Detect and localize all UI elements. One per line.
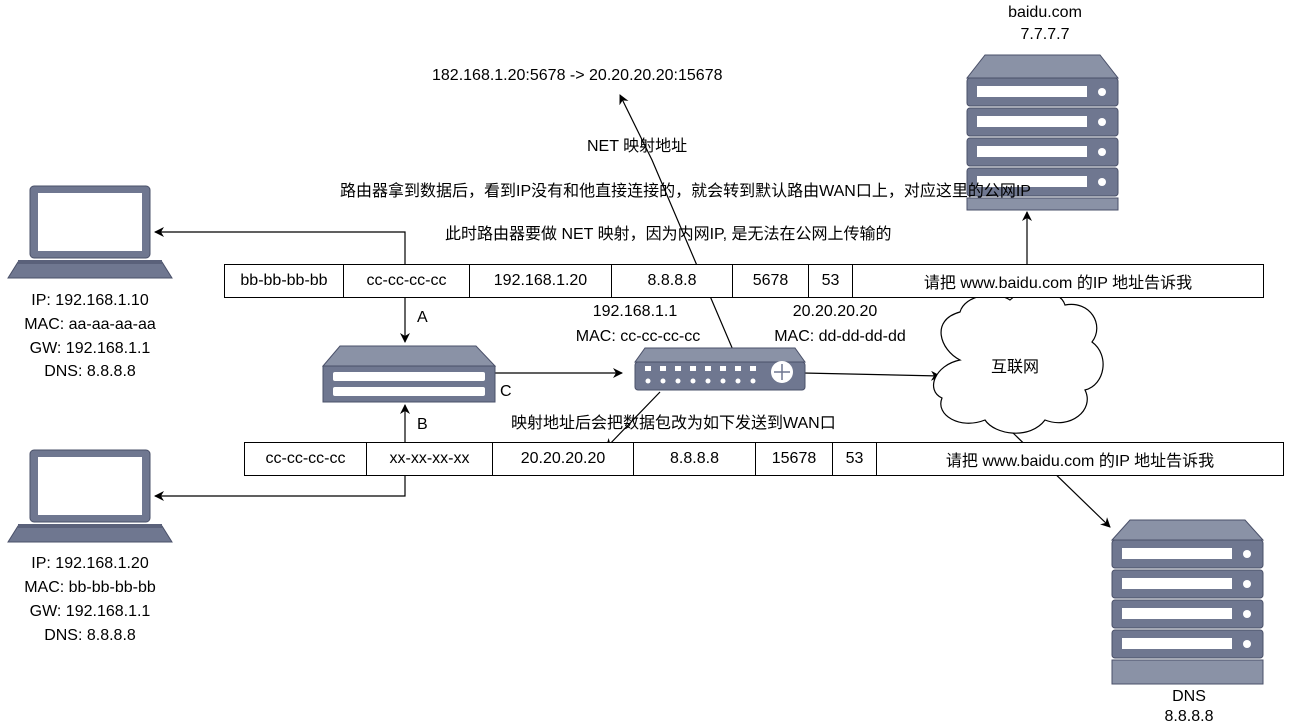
baidu-name: baidu.com bbox=[1008, 4, 1082, 21]
host-a-gw: GW: 192.168.1.1 bbox=[29, 340, 151, 357]
packet-wan-payload: 请把 www.baidu.com 的IP 地址告诉我 bbox=[945, 453, 1215, 470]
default-route-text: 路由器拿到数据后，看到IP没有和他直接连接的，就会转到默认路由WAN口上，对应这… bbox=[340, 183, 1031, 200]
laptop-b-icon bbox=[7, 449, 173, 543]
port-a-label: A bbox=[417, 309, 428, 326]
packet-lan-src-ip: 192.168.1.20 bbox=[470, 265, 612, 297]
packet-lan-dst-mac: cc-cc-cc-cc bbox=[344, 265, 470, 297]
packet-lan-dst-port: 53 bbox=[809, 265, 853, 297]
nat-mapping-text: 182.168.1.20:5678 -> 20.20.20.20:15678 bbox=[432, 67, 723, 84]
packet-wan-src-mac: cc-cc-cc-cc bbox=[245, 443, 367, 475]
net-label-text: NET 映射地址 bbox=[587, 138, 688, 155]
packet-wan-dst-port: 53 bbox=[833, 443, 877, 475]
baidu-ip: 7.7.7.7 bbox=[1020, 26, 1070, 43]
router-wan-ip: 20.20.20.20 bbox=[792, 303, 878, 320]
packet-lan-src-port: 5678 bbox=[733, 265, 809, 297]
switch-icon bbox=[321, 345, 497, 403]
packet-wan: cc-cc-cc-cc xx-xx-xx-xx 20.20.20.20 8.8.… bbox=[244, 442, 1284, 476]
arrow-to-laptop-a bbox=[154, 227, 406, 265]
connectors bbox=[154, 94, 1111, 528]
host-b-ip: IP: 192.168.1.20 bbox=[31, 555, 149, 572]
laptop-a-icon bbox=[7, 185, 173, 279]
arrow-to-laptop-b bbox=[154, 476, 406, 501]
host-b-gw: GW: 192.168.1.1 bbox=[29, 603, 151, 620]
dns-ip: 8.8.8.8 bbox=[1164, 708, 1214, 725]
router-lan-ip: 192.168.1.1 bbox=[592, 303, 678, 320]
nat-needed-text: 此时路由器要做 NET 映射，因为内网IP, 是无法在公网上传输的 bbox=[445, 226, 892, 243]
packet-wan-dst-mac: xx-xx-xx-xx bbox=[367, 443, 493, 475]
packet-wan-src-port: 15678 bbox=[756, 443, 833, 475]
packet-lan-payload: 请把 www.baidu.com 的IP 地址告诉我 bbox=[923, 275, 1193, 292]
packet-lan-src-mac: bb-bb-bb-bb bbox=[225, 265, 344, 297]
router-lan-mac: MAC: cc-cc-cc-cc bbox=[575, 328, 701, 345]
dns-server-icon bbox=[1110, 519, 1265, 685]
port-b-label: B bbox=[417, 416, 428, 433]
rewrite-text: 映射地址后会把数据包改为如下发送到WAN口 bbox=[511, 415, 836, 432]
host-a-ip: IP: 192.168.1.10 bbox=[31, 292, 149, 309]
port-c-label: C bbox=[500, 383, 512, 400]
baidu-server-icon bbox=[965, 54, 1120, 211]
dns-name: DNS bbox=[1172, 688, 1206, 705]
packet-lan: bb-bb-bb-bb cc-cc-cc-cc 192.168.1.20 8.8… bbox=[224, 264, 1264, 298]
router-wan-mac: MAC: dd-dd-dd-dd bbox=[774, 328, 906, 345]
packet-wan-src-ip: 20.20.20.20 bbox=[493, 443, 634, 475]
host-a-dns: DNS: 8.8.8.8 bbox=[44, 363, 136, 380]
internet-label: 互联网 bbox=[990, 359, 1039, 376]
packet-wan-dst-ip: 8.8.8.8 bbox=[634, 443, 756, 475]
link-router-internet bbox=[793, 367, 941, 381]
host-b-mac: MAC: bb-bb-bb-bb bbox=[24, 579, 156, 596]
router-icon bbox=[634, 347, 806, 391]
arrow-rewrite bbox=[605, 391, 661, 449]
packet-lan-dst-ip: 8.8.8.8 bbox=[612, 265, 733, 297]
host-b-dns: DNS: 8.8.8.8 bbox=[44, 627, 136, 644]
host-a-mac: MAC: aa-aa-aa-aa bbox=[24, 316, 156, 333]
